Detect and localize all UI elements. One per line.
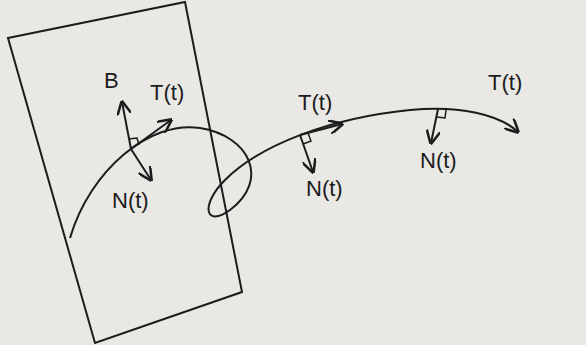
plane-border	[8, 2, 242, 343]
vector-label: N(t)	[112, 190, 149, 212]
right-angle-mark	[437, 110, 446, 118]
vector-label: T(t)	[488, 72, 522, 94]
normal-arrow	[431, 109, 438, 143]
space-curve	[70, 109, 518, 238]
vector-label: T(t)	[150, 82, 184, 104]
vector-label: N(t)	[306, 178, 343, 200]
binormal-arrow	[122, 102, 131, 149]
osculating-plane: B T(t) N(t)	[0, 0, 250, 345]
vector-label: N(t)	[420, 150, 457, 172]
vector-label: B	[104, 70, 119, 92]
right-angle-mark	[129, 138, 139, 145]
plane-outline	[0, 0, 250, 345]
normal-arrow	[131, 149, 151, 180]
tangent-arrow	[300, 124, 342, 135]
right-angle-mark	[303, 133, 311, 144]
vector-label: T(t)	[298, 92, 332, 114]
tangent-arrow	[131, 120, 171, 149]
